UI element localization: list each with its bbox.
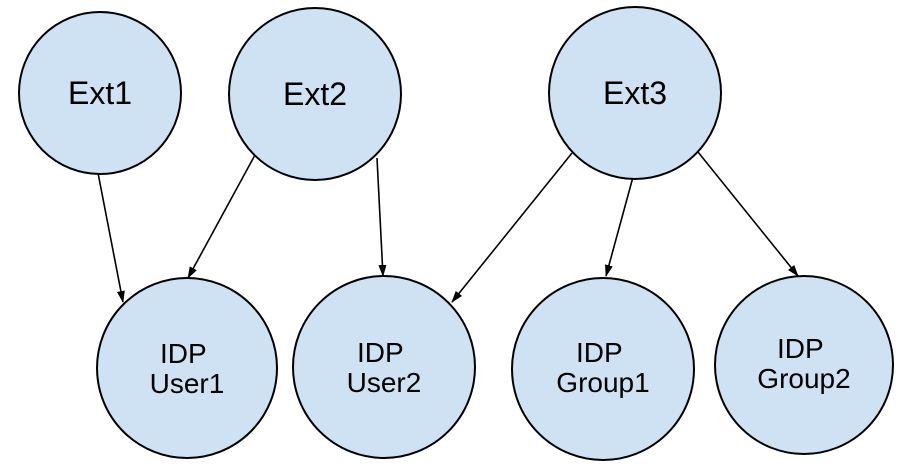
node-ext1-circle xyxy=(18,11,182,175)
node-ext3-label: Ext3 xyxy=(603,75,667,111)
edge-ext2-to-idp-user1 xyxy=(187,154,256,279)
edge-ext3-to-idp-user2 xyxy=(451,152,573,303)
edge-ext3-to-idp-group2 xyxy=(697,151,799,277)
node-idp-group1-circle xyxy=(511,277,695,461)
node-idp-group1-label-line1: IDP xyxy=(576,337,622,368)
node-idp-group2: IDP Group2 xyxy=(714,275,894,455)
edge-ext1-to-idp-user1 xyxy=(97,172,125,303)
node-idp-user1: IDP User1 xyxy=(96,277,278,459)
node-idp-group2-label-line1: IDP xyxy=(777,333,823,364)
node-ext1: Ext1 xyxy=(18,11,182,175)
node-idp-group1: IDP Group1 xyxy=(511,277,695,461)
node-ext2-circle xyxy=(228,7,402,181)
edge-ext3-to-idp-group1 xyxy=(605,176,634,277)
node-idp-user1-label-line1: IDP xyxy=(160,338,206,369)
node-ext3: Ext3 xyxy=(548,6,722,180)
node-idp-user2-label-line2: User2 xyxy=(347,367,422,398)
node-idp-user2-label: IDP User2 xyxy=(347,337,422,398)
edge-ext2-to-idp-user2 xyxy=(376,157,387,277)
node-idp-group1-label-line2: Group1 xyxy=(556,367,649,398)
node-idp-group2-label: IDP Group2 xyxy=(757,333,850,394)
node-ext1-label: Ext1 xyxy=(68,75,132,111)
node-ext3-circle xyxy=(548,6,722,180)
node-idp-user2-label-line1: IDP xyxy=(357,337,403,368)
node-idp-user2-circle xyxy=(292,275,476,459)
node-idp-group2-label-line2: Group2 xyxy=(757,363,850,394)
node-idp-user1-circle xyxy=(96,277,278,459)
edge-layer xyxy=(97,151,799,303)
node-ext2-label: Ext2 xyxy=(283,76,347,112)
node-idp-group1-label: IDP Group1 xyxy=(556,337,649,398)
node-ext2: Ext2 xyxy=(228,7,402,181)
node-idp-user1-label: IDP User1 xyxy=(150,338,225,399)
node-idp-user1-label-line2: User1 xyxy=(150,368,225,399)
node-idp-user2: IDP User2 xyxy=(292,275,476,459)
node-idp-group2-circle xyxy=(714,275,894,455)
